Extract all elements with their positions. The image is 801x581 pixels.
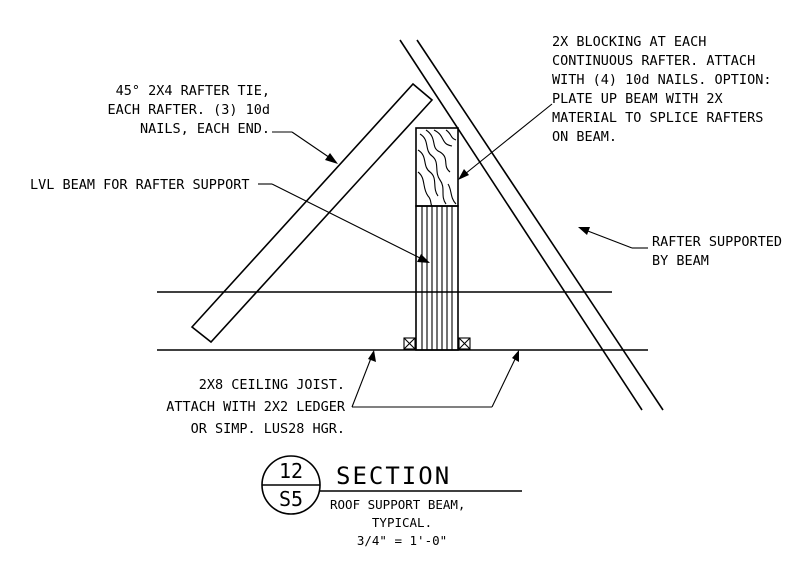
lvl-beam [415,205,459,351]
note-rafter-supported: RAFTER SUPPORTED BY BEAM [652,234,782,269]
ledger-left [403,337,416,350]
ledger-right [458,337,471,350]
detail-scale: 3/4" = 1'-0" [357,533,447,548]
note-lvl-beam: LVL BEAM FOR RAFTER SUPPORT [30,177,249,193]
detail-subtitle-line: ROOF SUPPORT BEAM, [330,497,465,512]
detail-subtitle-line: TYPICAL. [372,515,432,530]
blocking-2x [415,127,459,207]
note-ceiling-joist-line: ATTACH WITH 2X2 LEDGER [166,399,346,415]
note-blocking-line: CONTINUOUS RAFTER. ATTACH [552,53,755,69]
leader-rafter-tie [272,131,338,164]
note-blocking-line: PLATE UP BEAM WITH 2X [552,91,723,107]
note-ceiling-joist-line: 2X8 CEILING JOIST. [199,377,345,393]
detail-title-block: 12 S5 SECTION ROOF SUPPORT BEAM, TYPICAL… [261,455,522,548]
leader-ceiling-joist [351,350,519,408]
note-blocking-line: WITH (4) 10d NAILS. OPTION: [552,72,771,88]
note-blocking-line: MATERIAL TO SPLICE RAFTERS [552,110,763,126]
sheet-number: S5 [279,487,303,511]
leader-rafter-supported [578,227,648,249]
note-ceiling-joist: 2X8 CEILING JOIST. ATTACH WITH 2X2 LEDGE… [166,377,346,437]
note-blocking-line: ON BEAM. [552,129,617,145]
note-rafter-tie: 45° 2X4 RAFTER TIE, EACH RAFTER. (3) 10d… [107,83,270,137]
detail-number: 12 [279,459,303,483]
note-rafter-tie-line: 45° 2X4 RAFTER TIE, [116,83,270,99]
leader-lvl-beam [258,183,430,263]
rafter-right [399,39,664,411]
note-rafter-tie-line: NAILS, EACH END. [140,121,270,137]
note-blocking: 2X BLOCKING AT EACH CONTINUOUS RAFTER. A… [552,34,771,145]
note-blocking-line: 2X BLOCKING AT EACH [552,34,706,50]
leader-blocking [458,103,553,180]
detail-title: SECTION [336,462,451,490]
ceiling-joist [157,291,648,351]
note-rafter-supported-line: RAFTER SUPPORTED [652,234,782,250]
note-ceiling-joist-line: OR SIMP. LUS28 HGR. [191,421,345,437]
rafter-tie [190,82,434,344]
note-rafter-supported-line: BY BEAM [652,253,709,269]
note-rafter-tie-line: EACH RAFTER. (3) 10d [107,102,270,118]
